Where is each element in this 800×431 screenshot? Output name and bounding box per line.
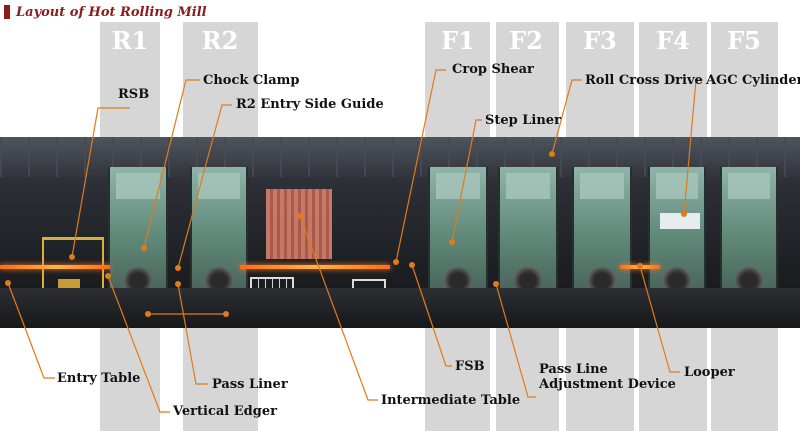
leader-dot-roll-cross: [549, 151, 555, 157]
label-chock-clamp: Chock Clamp: [203, 73, 300, 88]
label-step-liner: Step Liner: [485, 113, 561, 128]
diagram-title: Layout of Hot Rolling Mill: [16, 4, 207, 20]
heat-cover-panel: [266, 189, 332, 259]
leader-dot-pass-liner-b: [223, 311, 229, 317]
leader-r2-entry-side-guide: [177, 104, 232, 269]
label-crop-shear: Crop Shear: [452, 62, 534, 77]
leader-dot-looper: [637, 263, 643, 269]
stand-label-r2: R2: [201, 26, 239, 55]
label-pass-line-1: Pass Line: [539, 362, 608, 377]
leader-chock-clamp: [143, 79, 200, 249]
label-intermediate-table: Intermediate Table: [381, 393, 521, 408]
stand-label-f3: F3: [583, 26, 617, 55]
label-rsb: RSB: [118, 87, 150, 102]
stand-label-f5: F5: [727, 26, 761, 55]
leader-entry-table: [7, 282, 55, 379]
title-marker: [4, 5, 10, 19]
leader-vertical-edger: [107, 275, 170, 413]
leader-dot-step-liner: [449, 239, 455, 245]
leader-dot-r2-entry: [175, 265, 181, 271]
leader-dot-rsb: [69, 254, 75, 260]
hot-bar-left: [0, 265, 110, 269]
leader-dot-crop-shear: [393, 259, 399, 265]
leader-rsb: [71, 107, 130, 258]
leader-step-liner: [451, 119, 482, 243]
signboard: [660, 213, 700, 229]
label-vertical-edger: Vertical Edger: [173, 404, 277, 419]
leader-dot-pass-line: [493, 281, 499, 287]
stand-label-r1: R1: [111, 26, 149, 55]
stand-label-f4: F4: [656, 26, 690, 55]
leader-dot-chock-clamp: [141, 245, 147, 251]
leader-roll-cross-drive: [551, 79, 582, 155]
label-agc-cylinder: AGC Cylinder: [706, 73, 800, 88]
diagram-title-bar: Layout of Hot Rolling Mill: [4, 4, 207, 20]
leader-dot-pass-liner: [175, 281, 181, 287]
label-entry-table: Entry Table: [57, 371, 141, 386]
label-roll-cross-drive: Roll Cross Drive: [585, 73, 703, 88]
leader-pass-liner: [177, 283, 208, 385]
leader-dot-entry-table: [5, 280, 11, 286]
stand-label-f2: F2: [509, 26, 543, 55]
mill-photo: [0, 137, 800, 328]
leader-looper: [639, 265, 680, 373]
label-pass-line-2: Adjustment Device: [539, 377, 676, 392]
label-pass-liner: Pass Liner: [212, 377, 288, 392]
stand-label-f1: F1: [441, 26, 475, 55]
leader-intermediate-table: [299, 215, 378, 401]
label-looper: Looper: [684, 365, 735, 380]
leader-dot-vertical-edger: [105, 273, 111, 279]
leader-agc-cylinder: [683, 79, 703, 215]
leader-dot-intermediate: [297, 213, 303, 219]
leader-dot-pass-liner-a: [145, 311, 151, 317]
label-fsb: FSB: [455, 359, 485, 374]
leader-crop-shear: [395, 69, 446, 263]
hot-bar-mid: [240, 265, 390, 269]
leader-dot-fsb: [409, 262, 415, 268]
leader-fsb: [411, 264, 452, 367]
leader-dot-agc: [681, 211, 687, 217]
label-r2-entry-side-guide: R2 Entry Side Guide: [236, 97, 384, 112]
floor: [0, 288, 800, 328]
leader-pass-line-adjustment: [495, 283, 536, 398]
